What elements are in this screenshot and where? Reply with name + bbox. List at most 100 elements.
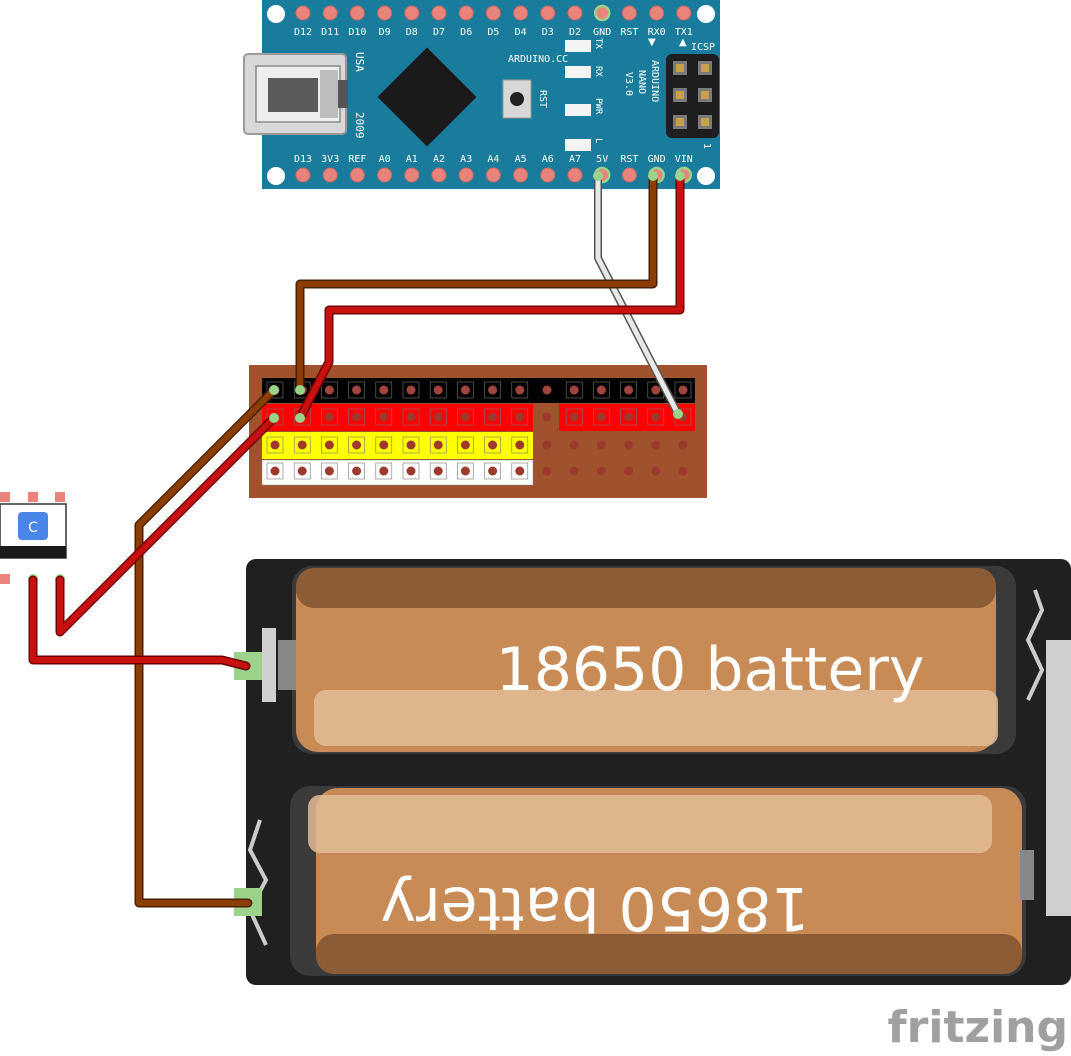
perf-hole[interactable] <box>515 440 525 450</box>
perf-hole[interactable] <box>596 385 606 395</box>
perf-hole[interactable] <box>460 466 470 476</box>
nano-pin-d4[interactable] <box>513 5 529 21</box>
perf-hole[interactable] <box>406 385 416 395</box>
perf-hole[interactable] <box>542 412 552 422</box>
perf-hole[interactable] <box>596 412 606 422</box>
nano-pin-rst[interactable] <box>621 5 637 21</box>
perf-hole[interactable] <box>542 385 552 395</box>
perf-hole[interactable] <box>569 466 579 476</box>
nano-pin-d13[interactable] <box>295 167 311 183</box>
perf-hole[interactable] <box>651 385 661 395</box>
nano-pin-d3[interactable] <box>540 5 556 21</box>
perf-hole[interactable] <box>460 440 470 450</box>
perf-hole[interactable] <box>460 412 470 422</box>
perf-hole[interactable] <box>270 440 280 450</box>
perf-hole[interactable] <box>433 385 443 395</box>
perf-hole[interactable] <box>624 466 634 476</box>
perf-pad <box>266 408 284 426</box>
nano-pin-label: A7 <box>569 154 581 165</box>
perf-hole[interactable] <box>406 466 416 476</box>
perf-hole[interactable] <box>324 412 334 422</box>
perf-hole[interactable] <box>406 412 416 422</box>
perf-hole[interactable] <box>651 440 661 450</box>
nano-pin-d9[interactable] <box>377 5 393 21</box>
nano-pin-a3[interactable] <box>458 167 474 183</box>
nano-pin-a5[interactable] <box>513 167 529 183</box>
perf-hole[interactable] <box>297 466 307 476</box>
nano-pin-a0[interactable] <box>377 167 393 183</box>
nano-pin-d6[interactable] <box>458 5 474 21</box>
perf-hole[interactable] <box>433 440 443 450</box>
led-l-label: L <box>593 138 603 143</box>
nano-pin-label: D2 <box>569 27 581 38</box>
perf-hole[interactable] <box>596 466 606 476</box>
perf-hole[interactable] <box>324 440 334 450</box>
slide-switch[interactable]: C <box>0 492 67 584</box>
perf-hole[interactable] <box>379 385 389 395</box>
perf-hole[interactable] <box>678 385 688 395</box>
nano-pin-a4[interactable] <box>485 167 501 183</box>
perf-hole[interactable] <box>569 412 579 422</box>
perf-hole[interactable] <box>352 385 362 395</box>
perf-hole[interactable] <box>270 466 280 476</box>
perf-hole[interactable] <box>515 466 525 476</box>
perf-hole[interactable] <box>352 466 362 476</box>
perf-hole[interactable] <box>488 385 498 395</box>
perf-hole[interactable] <box>297 440 307 450</box>
perf-pad <box>674 381 692 399</box>
perf-pad <box>429 462 447 480</box>
nano-pin-ref[interactable] <box>349 167 365 183</box>
nano-pin-d2[interactable] <box>567 5 583 21</box>
perf-hole[interactable] <box>324 385 334 395</box>
perf-hole[interactable] <box>379 412 389 422</box>
perf-hole[interactable] <box>678 466 688 476</box>
nano-pin-gnd[interactable] <box>593 4 611 22</box>
nano-pin-a6[interactable] <box>540 167 556 183</box>
nano-pin-d11[interactable] <box>322 5 338 21</box>
perf-hole[interactable] <box>569 385 579 395</box>
nano-pin-rx0[interactable] <box>649 5 665 21</box>
nano-pin-d7[interactable] <box>431 5 447 21</box>
nano-pin-label: D11 <box>321 27 339 38</box>
perf-hole[interactable] <box>433 412 443 422</box>
switch-knob[interactable] <box>18 512 48 540</box>
nano-pin-rst[interactable] <box>621 167 637 183</box>
nano-pin-label: RST <box>620 27 638 38</box>
perf-hole[interactable] <box>352 440 362 450</box>
perf-hole[interactable] <box>624 412 634 422</box>
nano-pin-d10[interactable] <box>349 5 365 21</box>
nano-pin-d12[interactable] <box>295 5 311 21</box>
perf-hole[interactable] <box>515 412 525 422</box>
icsp-label: ICSP <box>691 42 715 53</box>
nano-pin-a2[interactable] <box>431 167 447 183</box>
perf-hole[interactable] <box>379 466 389 476</box>
nano-pin-d5[interactable] <box>485 5 501 21</box>
perf-hole[interactable] <box>433 466 443 476</box>
perf-hole[interactable] <box>624 440 634 450</box>
perf-hole[interactable] <box>406 440 416 450</box>
nano-pin-tx1[interactable] <box>676 5 692 21</box>
perf-hole[interactable] <box>324 466 334 476</box>
perf-hole[interactable] <box>678 440 688 450</box>
perf-pad <box>429 408 447 426</box>
perf-hole[interactable] <box>542 440 552 450</box>
nano-pin-3v3[interactable] <box>322 167 338 183</box>
perf-hole[interactable] <box>651 412 661 422</box>
perf-hole[interactable] <box>624 385 634 395</box>
perf-hole[interactable] <box>379 440 389 450</box>
perf-pad <box>484 436 501 454</box>
perf-hole[interactable] <box>596 440 606 450</box>
perf-hole[interactable] <box>352 412 362 422</box>
perf-hole[interactable] <box>488 466 498 476</box>
nano-pin-a7[interactable] <box>567 167 583 183</box>
nano-pin-d8[interactable] <box>404 5 420 21</box>
perf-hole[interactable] <box>460 385 470 395</box>
perf-hole[interactable] <box>488 440 498 450</box>
perf-hole[interactable] <box>569 440 579 450</box>
perf-hole[interactable] <box>651 466 661 476</box>
reset-button[interactable] <box>502 79 532 119</box>
perf-hole[interactable] <box>542 466 552 476</box>
perf-hole[interactable] <box>515 385 525 395</box>
perf-hole[interactable] <box>488 412 498 422</box>
nano-pin-a1[interactable] <box>404 167 420 183</box>
